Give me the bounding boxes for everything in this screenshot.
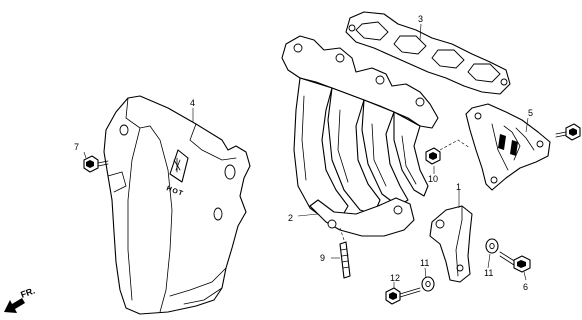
gasket-part-3 <box>345 11 511 95</box>
callout-2: 2 <box>288 213 293 223</box>
leader-lines <box>83 23 529 288</box>
callout-12: 12 <box>390 273 400 283</box>
callout-labels: 3 4 5 1 2 7 9 10 11 11 6 12 <box>74 14 533 292</box>
bolt-part-6 <box>499 251 531 273</box>
callout-3: 3 <box>418 14 423 24</box>
front-direction-indicator: FR. <box>4 286 36 313</box>
bolt-part-7 <box>83 155 109 173</box>
callout-11-left: 11 <box>420 258 429 268</box>
callout-1: 1 <box>456 182 461 192</box>
stud-part-9 <box>339 227 351 279</box>
bolt-part-8 <box>555 123 581 141</box>
washer-part-11-left <box>421 276 435 292</box>
callout-7: 7 <box>74 142 79 152</box>
exhaust-manifold-part-2 <box>281 35 439 237</box>
callout-6: 6 <box>523 282 528 292</box>
bracket-part-5 <box>465 103 551 191</box>
callout-5: 5 <box>528 108 533 118</box>
front-arrow-icon <box>4 298 25 313</box>
bolt-part-12 <box>385 287 421 305</box>
callout-4: 4 <box>190 98 195 108</box>
callout-9: 9 <box>320 253 325 263</box>
callout-11-right: 11 <box>484 268 493 278</box>
manifold-cover-part-4: HOT <box>103 95 251 315</box>
nut-part-10 <box>425 139 471 165</box>
manifold-bracket-part-1 <box>429 205 473 283</box>
washer-part-11-right <box>485 238 499 254</box>
front-direction-label: FR. <box>19 286 36 300</box>
callout-10: 10 <box>428 174 438 184</box>
